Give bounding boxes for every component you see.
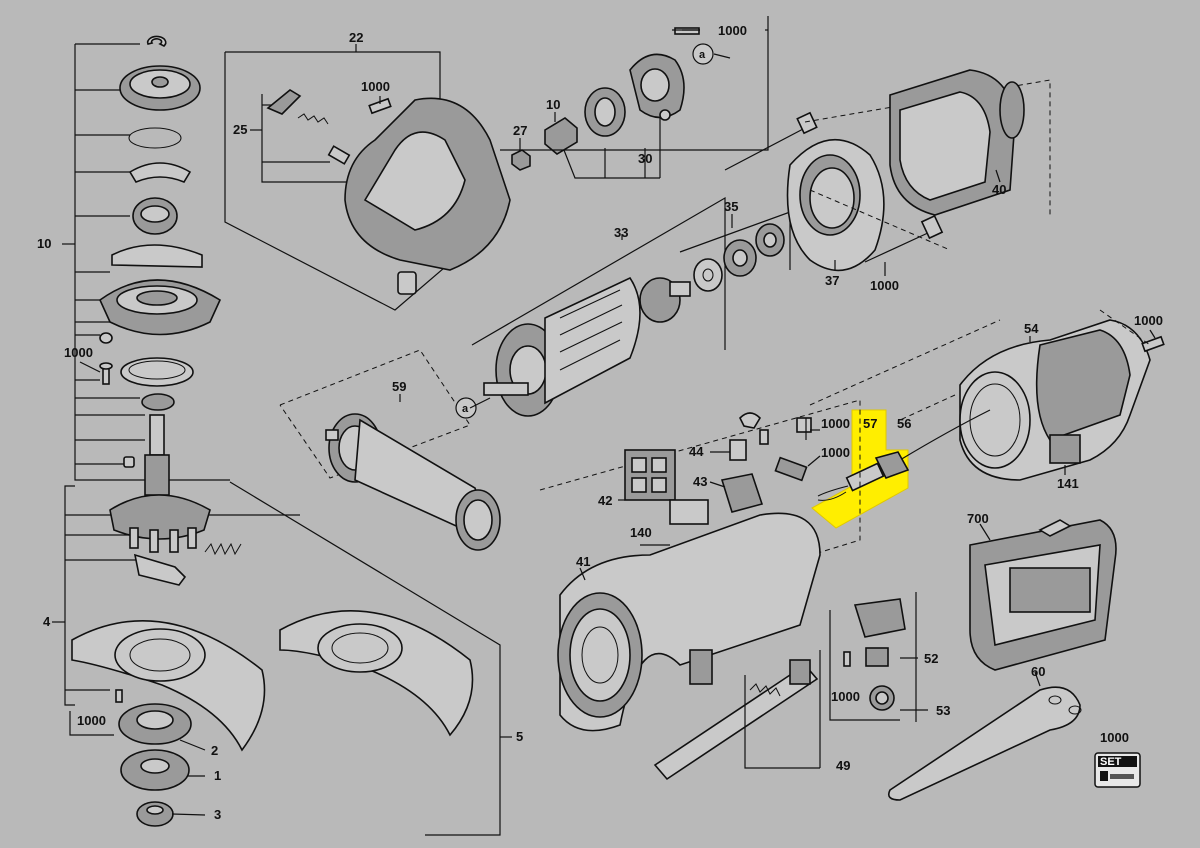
callout-1000-a: 1000 (361, 79, 390, 94)
callout-10-left: 10 (37, 236, 51, 251)
wheel-guard-4 (71, 620, 266, 752)
group-10-bracket (62, 43, 230, 481)
callout-1000-top: 1000 (718, 23, 747, 38)
callout-30: 30 (638, 151, 652, 166)
callout-1000-e: 1000 (821, 445, 850, 460)
armature-33 (471, 196, 726, 417)
leader-lines (79, 29, 1156, 816)
bracket-1000-g (69, 711, 114, 736)
callout-49: 49 (836, 758, 850, 773)
callout-1000-c: 1000 (1134, 313, 1163, 328)
fan-baffle-37 (724, 79, 1051, 272)
callout-22: 22 (349, 30, 363, 45)
callout-43: 43 (693, 474, 707, 489)
spindle-lock (133, 542, 242, 586)
ref-a-mid-label: a (462, 403, 469, 415)
callout-3: 3 (214, 807, 221, 822)
callout-140: 140 (630, 525, 652, 540)
callout-53: 53 (936, 703, 950, 718)
callout-labels: 1000 22 25 1000 27 10 30 33 35 37 1000 4… (37, 23, 1163, 822)
callout-35: 35 (724, 199, 738, 214)
motor-housing-54 (809, 309, 1165, 481)
part-57-highlight (811, 409, 909, 529)
callout-2: 2 (211, 743, 218, 758)
callout-57: 57 (863, 416, 877, 431)
carry-case-700 (969, 519, 1117, 671)
callout-41: 41 (576, 554, 590, 569)
aux-handle-59 (279, 349, 501, 551)
callout-42: 42 (598, 493, 612, 508)
ref-marker-a-mid (455, 397, 477, 419)
callout-1000-left: 1000 (64, 345, 93, 360)
bearing-group-30 (544, 27, 700, 179)
callout-1: 1 (214, 768, 221, 783)
callout-27: 27 (513, 123, 527, 138)
callout-25: 25 (233, 122, 247, 137)
flanges (115, 689, 192, 827)
bearings-35 (679, 211, 791, 292)
callout-5: 5 (516, 729, 523, 744)
switch-group (539, 399, 861, 621)
spanner-wrench-60 (887, 686, 1082, 801)
motor-housing-41 (557, 512, 821, 732)
callout-700: 700 (967, 511, 989, 526)
callout-33: 33 (614, 225, 628, 240)
set-label: SET (1100, 756, 1122, 768)
callout-52: 52 (924, 651, 938, 666)
ref-a-top-label: a (699, 49, 706, 61)
callout-1000-b: 1000 (870, 278, 899, 293)
switch-lever-49 (653, 650, 821, 781)
callout-60: 60 (1031, 664, 1045, 679)
bracket-top-right (500, 16, 769, 151)
callout-4: 4 (43, 614, 51, 629)
callout-54: 54 (1024, 321, 1039, 336)
callout-1000-set: 1000 (1100, 730, 1129, 745)
callout-10-right: 10 (546, 97, 560, 112)
callout-1000-g: 1000 (77, 713, 106, 728)
callout-141: 141 (1057, 476, 1079, 491)
spindle-stack (99, 35, 222, 553)
group-5-bracket (229, 481, 501, 836)
power-cord-56-57 (817, 409, 991, 501)
brush-group (829, 592, 928, 722)
callout-44: 44 (689, 444, 704, 459)
gear-housing-group-22 (224, 44, 531, 311)
callout-56: 56 (897, 416, 911, 431)
wheel-guard-5 (279, 610, 474, 737)
callout-1000-f: 1000 (831, 689, 860, 704)
callout-40: 40 (992, 182, 1006, 197)
callout-59: 59 (392, 379, 406, 394)
field-40 (889, 69, 1025, 216)
callout-1000-d: 1000 (821, 416, 850, 431)
set-fastener-icon (1094, 752, 1141, 788)
ref-marker-a-top (692, 43, 714, 65)
callout-37: 37 (825, 273, 839, 288)
